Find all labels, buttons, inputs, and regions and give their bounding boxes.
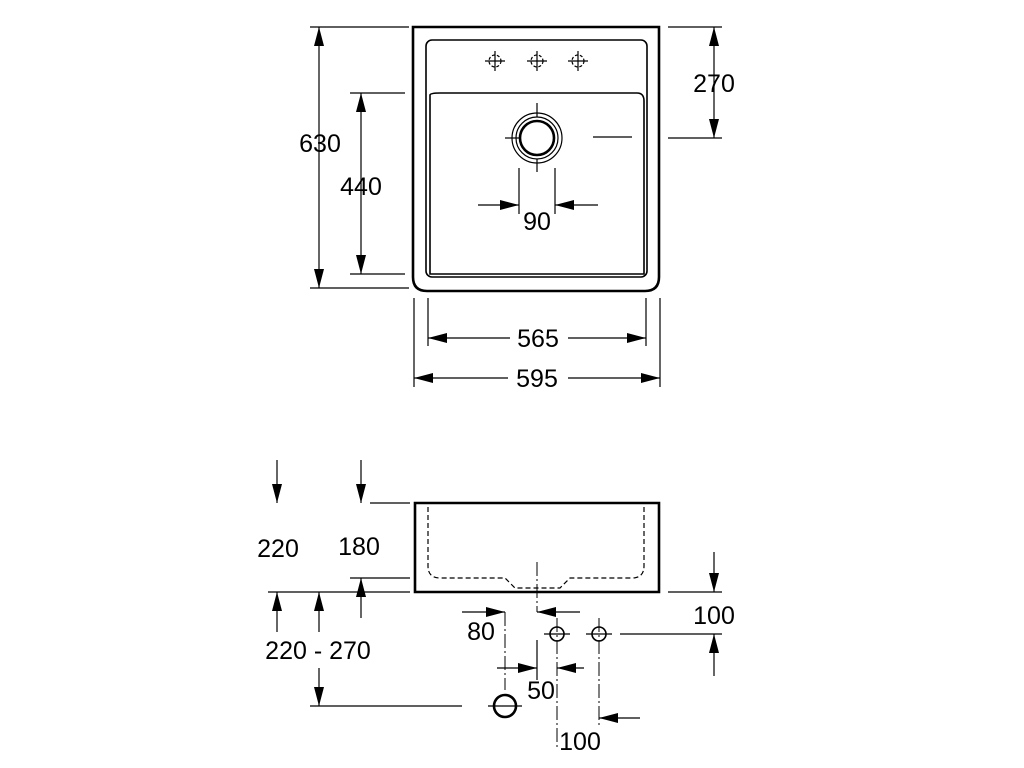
dimension-label-220-270: 220 - 270 — [265, 637, 371, 665]
side-view: 220 180 220 - 270 100 — [257, 460, 735, 756]
supply-pipe-right — [586, 618, 612, 726]
sink-inner-rim — [425, 39, 648, 278]
sink-side-outline — [413, 501, 661, 594]
dimension-220-180: 220 180 — [257, 460, 410, 632]
sink-outer-outline — [411, 25, 661, 293]
dimension-label-270: 270 — [693, 70, 735, 98]
dimension-label-180: 180 — [338, 533, 380, 561]
dimension-220-270: 220 - 270 — [265, 592, 462, 707]
dimension-label-100-vertical: 100 — [693, 602, 735, 630]
dimension-565: 565 — [427, 298, 647, 353]
dimension-270: 270 — [668, 26, 735, 139]
dimension-440: 440 — [340, 92, 405, 275]
dimension-label-595: 595 — [516, 365, 558, 393]
dimension-label-50: 50 — [527, 677, 555, 705]
dimension-label-630: 630 — [299, 130, 341, 158]
drain-outlet — [505, 103, 632, 172]
tap-hole-marker-right — [568, 51, 588, 71]
dimension-90: 90 — [478, 168, 598, 236]
supply-pipe-left — [544, 618, 570, 750]
dimension-80: 80 — [462, 607, 580, 646]
top-view: 630 440 270 90 — [299, 25, 735, 393]
tap-hole-marker-left — [485, 51, 505, 71]
dimension-100-horizontal: 100 — [559, 713, 640, 756]
tap-hole-marker-center — [527, 51, 547, 71]
dimension-label-90: 90 — [523, 208, 551, 236]
dimension-630: 630 — [299, 26, 409, 289]
dimension-label-80: 80 — [467, 618, 495, 646]
dimension-595: 595 — [413, 298, 661, 393]
basin-hidden-line — [427, 507, 645, 589]
dimension-label-100-horizontal: 100 — [559, 728, 601, 756]
dimension-label-440: 440 — [340, 173, 382, 201]
dimension-label-220: 220 — [257, 535, 299, 563]
waste-pipe — [488, 612, 522, 719]
dimension-50: 50 — [497, 640, 584, 705]
dimension-100-vertical: 100 — [620, 552, 735, 676]
dimension-label-565: 565 — [517, 325, 559, 353]
basin-outline — [429, 92, 645, 275]
